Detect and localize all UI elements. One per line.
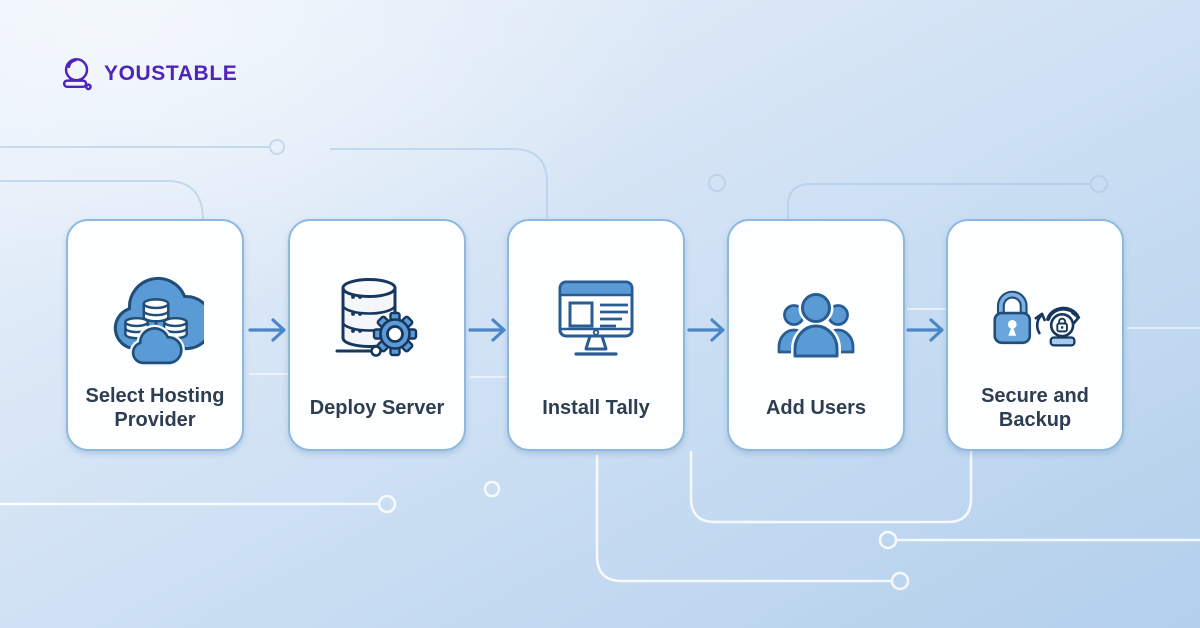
- right-arrow-icon: [687, 318, 725, 342]
- server-gear-icon: [328, 271, 426, 369]
- monitor-icon: [547, 271, 645, 369]
- right-arrow-icon: [248, 318, 286, 342]
- step-card-install-tally: Install Tally: [507, 219, 685, 451]
- step-label: Install Tally: [542, 396, 650, 419]
- step-label: Secure and Backup: [981, 384, 1089, 431]
- right-arrow-icon: [468, 318, 506, 342]
- step-card-secure-and-backup: Secure and Backup: [946, 219, 1124, 451]
- step-card-select-hosting-provider: Select Hosting Provider: [66, 219, 244, 451]
- astronaut-helmet-icon: [62, 58, 92, 91]
- lock-backup-icon: [986, 271, 1084, 369]
- step-label: Add Users: [765, 396, 867, 419]
- users-icon: [767, 271, 865, 369]
- youstable-logo: YOUSTABLE: [58, 54, 237, 94]
- logo-text: YOUSTABLE: [104, 62, 238, 85]
- step-label: Select Hosting Provider: [85, 384, 225, 431]
- step-label: Deploy Server: [309, 396, 445, 419]
- step-card-deploy-server: Deploy Server: [288, 219, 466, 451]
- right-arrow-icon: [906, 318, 944, 342]
- cloud-hosting-icon: [106, 271, 204, 369]
- step-card-add-users: Add Users: [727, 219, 905, 451]
